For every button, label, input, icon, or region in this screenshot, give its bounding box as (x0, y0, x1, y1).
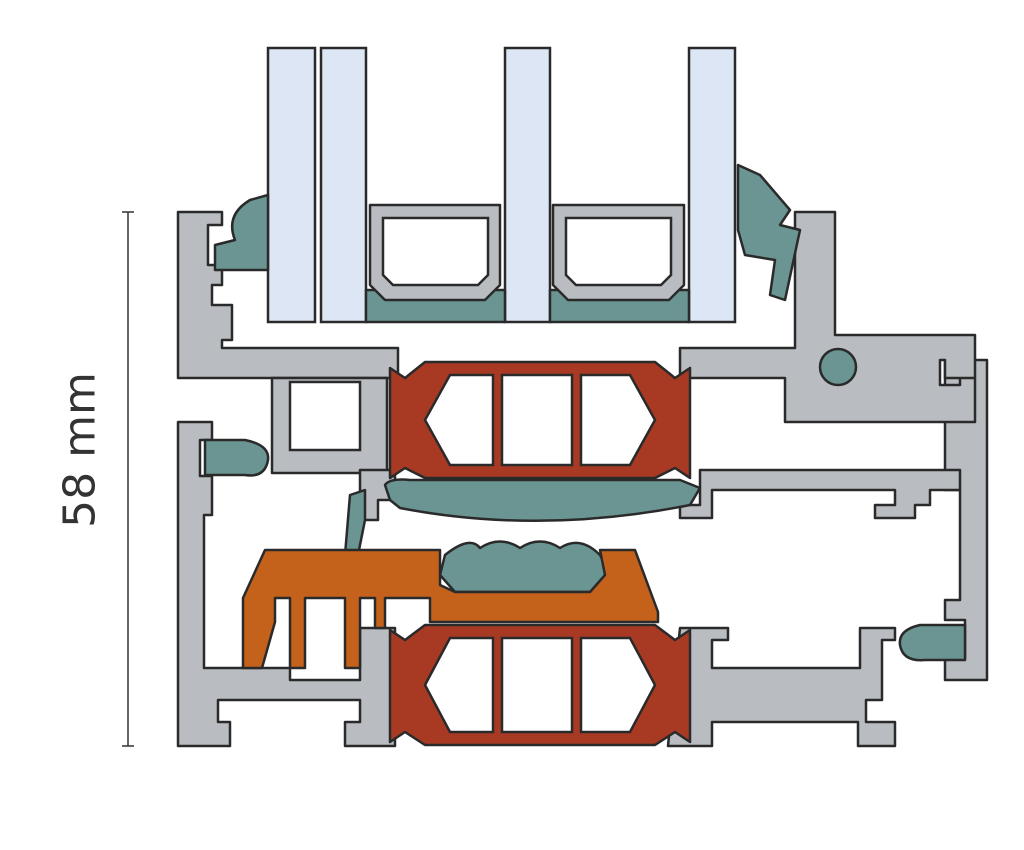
gaskets (203, 163, 967, 662)
sash-frame (176, 210, 977, 522)
glass-pane (266, 46, 317, 324)
glass-panes (266, 46, 737, 324)
outer-frame (176, 358, 989, 748)
dimension-label: 58 mm (54, 372, 106, 528)
thermal-breaks (388, 360, 692, 747)
glazing-spacers (364, 203, 691, 324)
orange-insert (241, 548, 660, 670)
glass-pane (503, 46, 552, 324)
glass-pane (319, 46, 368, 324)
dimension-line (122, 211, 134, 747)
glass-pane (687, 46, 737, 324)
